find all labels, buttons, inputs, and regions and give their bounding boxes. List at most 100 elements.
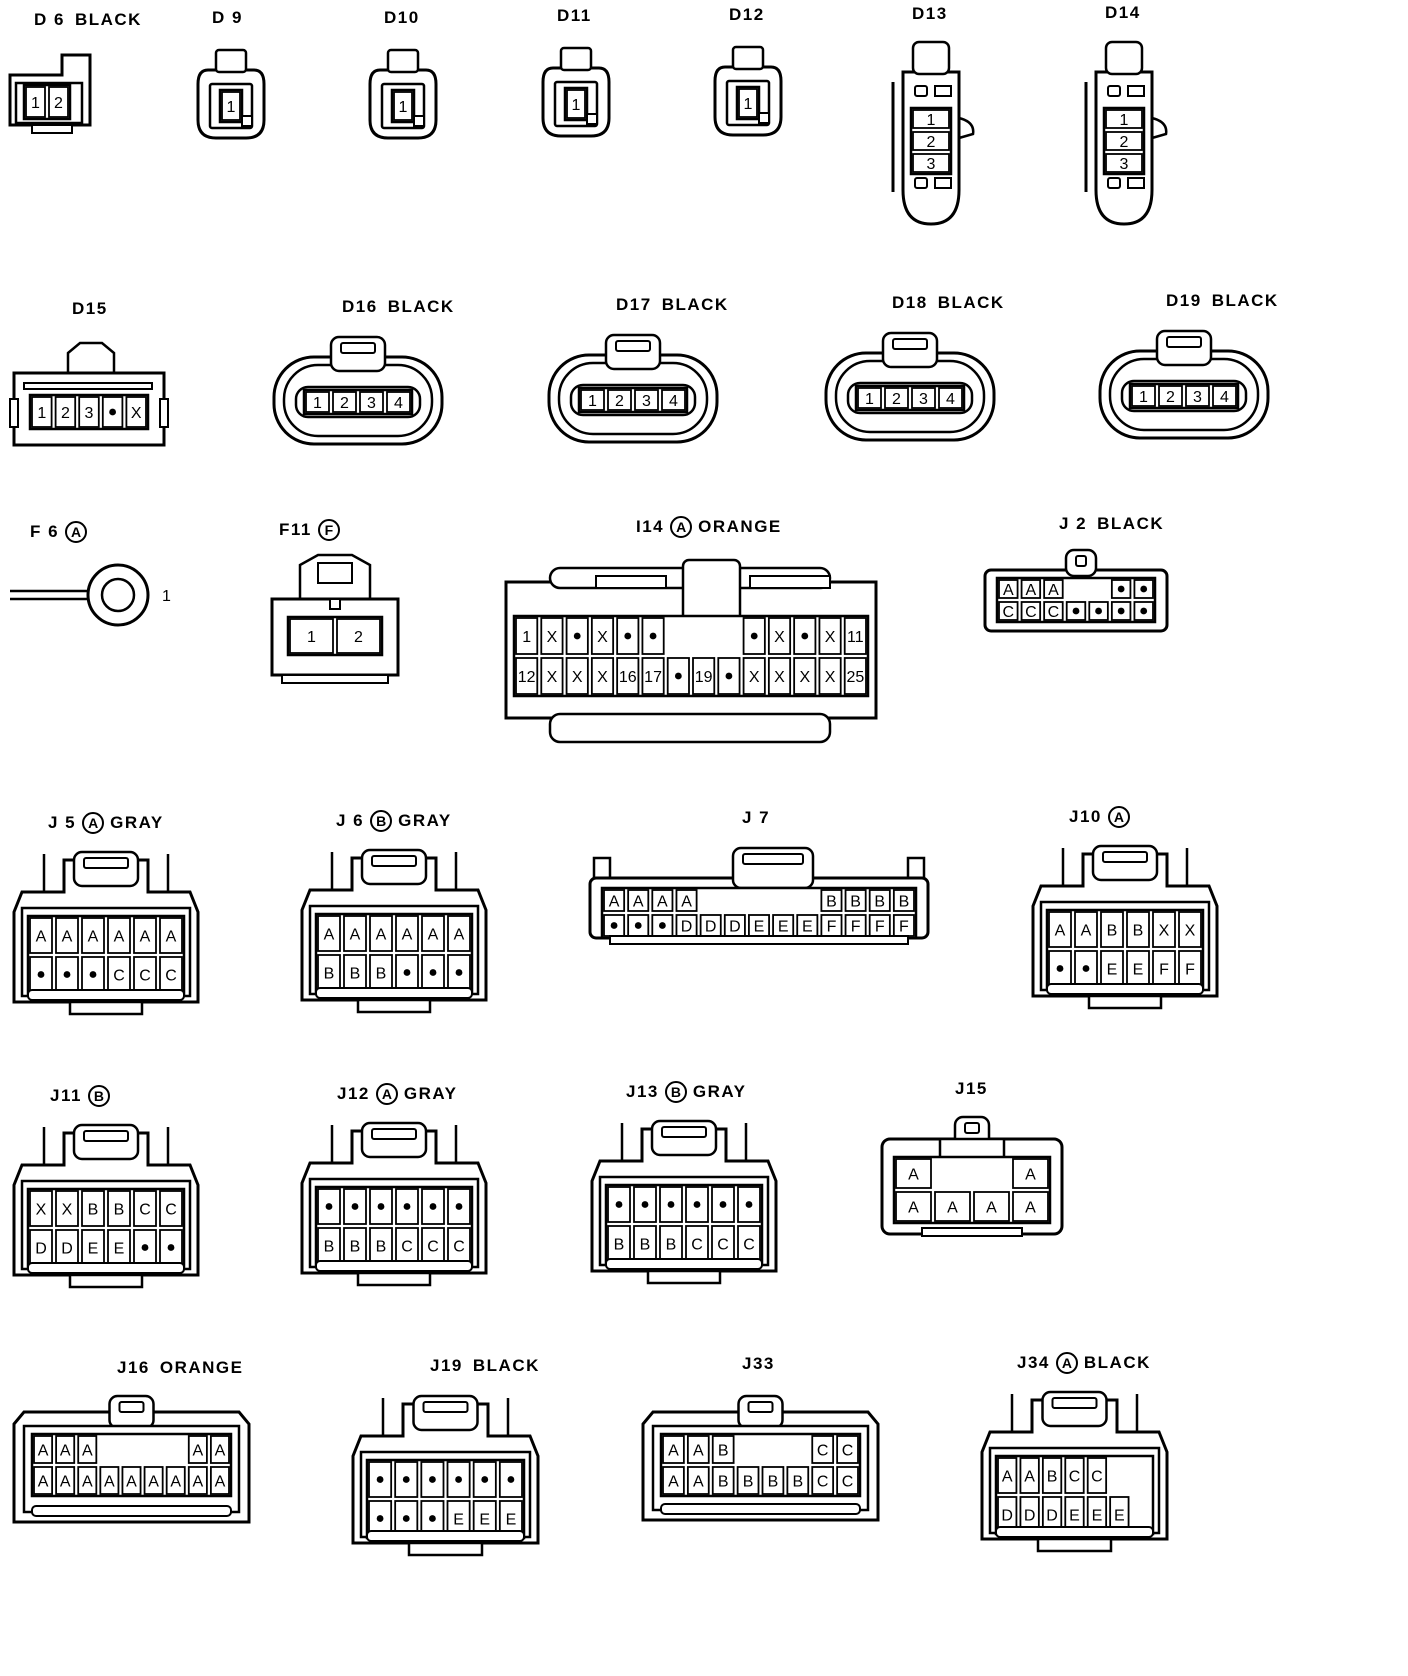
pin-label: 2 <box>1120 134 1129 151</box>
connector-d13: 123 <box>891 40 975 226</box>
pin-label: 1 <box>162 588 171 605</box>
pin-label: B <box>114 1202 125 1219</box>
pin-field <box>314 1185 474 1267</box>
pin-label: A <box>192 1443 203 1460</box>
side-clip <box>159 398 169 428</box>
pin-cell <box>711 1466 735 1495</box>
pin-label: A <box>148 1474 159 1491</box>
pin-label: 4 <box>669 393 678 410</box>
pin-label: 1 <box>744 96 753 113</box>
connector-detail <box>196 68 266 140</box>
pin-label: E <box>506 1512 517 1529</box>
pin-label: C <box>817 1443 829 1460</box>
cavity-letter-badge: A <box>65 521 88 543</box>
pin-label: B <box>376 966 387 983</box>
pin-cell <box>857 387 882 409</box>
pin-label: 1 <box>572 97 581 114</box>
pin-dot-mark <box>750 632 758 640</box>
connector-color: BLACK <box>1097 514 1165 533</box>
side-ear <box>42 854 170 892</box>
pin-label: E <box>114 1241 125 1258</box>
cavity-letter-badge: A <box>82 812 105 834</box>
pin-dot-mark <box>167 1244 175 1251</box>
pin-label: 3 <box>927 156 936 173</box>
pin-cell <box>767 617 792 655</box>
pin-label: A <box>1002 1469 1013 1486</box>
pin-dot-mark <box>109 408 116 416</box>
pin-cell <box>973 1191 1010 1222</box>
pin-field <box>30 1432 233 1498</box>
pin-label: E <box>802 919 813 936</box>
pin-cell <box>662 1435 685 1464</box>
pin-cell <box>1133 601 1154 621</box>
pin-cell <box>818 657 842 695</box>
latch-window <box>1075 555 1087 567</box>
pin-dot-mark <box>377 1203 385 1210</box>
pin-label: A <box>1048 582 1059 599</box>
latch-window <box>1051 1397 1098 1409</box>
cavity-letter-badge: B <box>87 1085 110 1107</box>
pin-cell <box>1064 1457 1085 1494</box>
latch-window <box>892 338 928 350</box>
retainer <box>934 177 952 189</box>
pin-cell <box>101 396 124 428</box>
pin-cell <box>661 389 686 411</box>
pin-cell <box>1110 601 1132 621</box>
pin-dot-mark <box>667 1201 675 1208</box>
connector-detail <box>713 65 783 137</box>
latch <box>386 48 420 74</box>
pin-cell <box>786 1466 810 1495</box>
pin-cell <box>580 389 605 411</box>
pin-cell <box>742 617 766 655</box>
pin-cell <box>912 109 950 129</box>
pin-dot-mark <box>89 971 97 978</box>
connector-color: GRAY <box>110 813 164 832</box>
pin-cell <box>1100 911 1124 948</box>
pin-cell <box>420 1461 445 1498</box>
pin-label: C <box>165 1202 177 1219</box>
key-notch <box>329 598 341 610</box>
pin-cell <box>305 391 330 413</box>
latch <box>298 553 372 599</box>
pin-label: 3 <box>85 405 94 422</box>
bottom-rail <box>1046 983 1204 995</box>
cavity-letter-badge: A <box>670 516 693 538</box>
connector-code: D17 <box>616 295 652 314</box>
pin-label: A <box>114 929 125 946</box>
pin-field <box>577 386 689 414</box>
pin-cell <box>395 915 419 952</box>
pin-cell <box>590 657 615 695</box>
pin-label: A <box>454 927 465 944</box>
pin-dot-mark <box>376 1515 384 1522</box>
pin-label: B <box>1047 1469 1058 1486</box>
connector-code: D19 <box>1166 291 1202 310</box>
pin-label: X <box>547 629 558 646</box>
cavity-letter-badge: A <box>1055 1352 1078 1374</box>
pin-cell <box>25 86 46 118</box>
pin-cell <box>742 657 766 695</box>
pin-dot-mark <box>455 1203 463 1210</box>
connector-d14: 123 <box>1084 40 1168 226</box>
pin-label: B <box>88 1202 99 1219</box>
pin-cell <box>565 657 589 695</box>
pin-field <box>286 615 384 657</box>
pin-cell <box>1043 579 1064 599</box>
connector-code: J12 <box>337 1084 370 1103</box>
pin-cell <box>912 153 950 173</box>
pin-label: X <box>774 669 785 686</box>
pin-cell <box>343 1188 367 1225</box>
pin-label: C <box>165 968 177 985</box>
pin-label: C <box>1025 604 1037 621</box>
pin-label: B <box>792 1474 803 1491</box>
pin-label: D <box>35 1241 47 1258</box>
pin-cell <box>1019 1457 1040 1494</box>
